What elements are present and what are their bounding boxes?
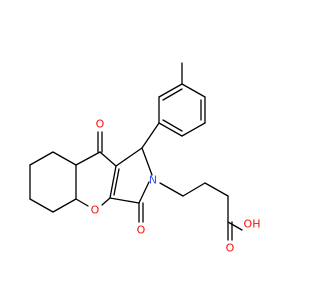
bond <box>29 198 54 213</box>
bond <box>158 122 183 137</box>
ring-oxygen-label: O <box>91 204 100 217</box>
lactam-oxygen-label: O <box>137 224 146 237</box>
bond-inner <box>162 88 183 101</box>
molecule-structure: O O O N O OH <box>29 62 261 255</box>
bond <box>75 151 101 166</box>
bond <box>181 83 206 98</box>
bond <box>227 221 243 231</box>
acid-carbonyl-oxygen-label: O <box>226 242 235 255</box>
bond <box>204 182 229 197</box>
bond <box>109 197 140 204</box>
bond <box>159 182 184 197</box>
bond <box>101 197 111 206</box>
bond-lines <box>29 62 243 241</box>
bond <box>158 83 183 98</box>
bond-inner <box>162 119 183 132</box>
bond <box>52 151 77 166</box>
acid-hydroxyl-label: OH <box>244 218 261 231</box>
bond-inner <box>113 168 120 196</box>
bond <box>182 182 206 197</box>
bond <box>115 147 143 167</box>
bond <box>138 181 150 204</box>
bond <box>75 198 89 207</box>
bond <box>109 165 117 199</box>
bond <box>99 151 117 167</box>
nitrogen-label: N <box>149 174 157 187</box>
bond <box>181 122 206 137</box>
bond <box>52 198 77 213</box>
bond <box>29 151 54 166</box>
aryl-bond <box>141 122 160 149</box>
bond <box>141 147 153 176</box>
molecule-canvas: O O O N O OH <box>29 62 261 255</box>
ketone-oxygen-label: O <box>96 118 105 131</box>
